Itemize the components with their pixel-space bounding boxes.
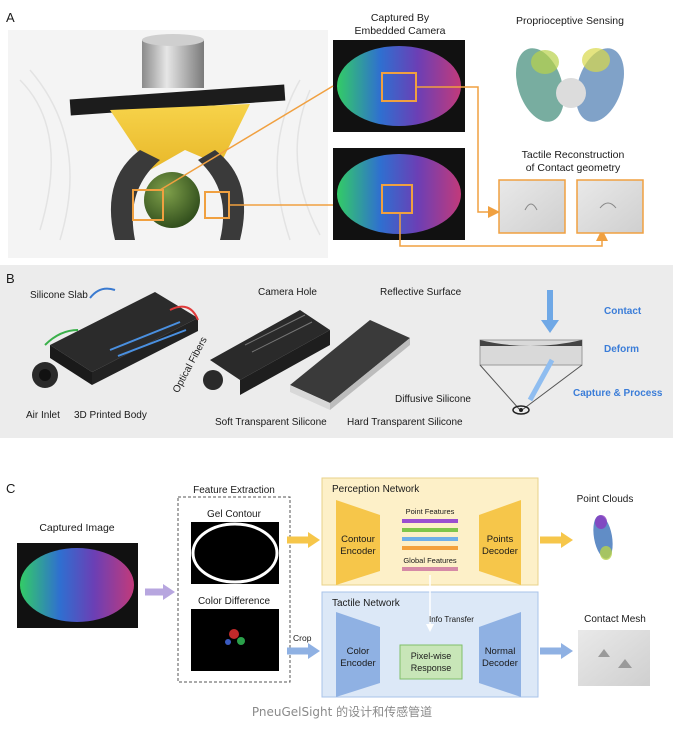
contact-mesh-title: Contact Mesh	[584, 614, 646, 625]
point-feature-bar	[402, 537, 458, 541]
panel-b: B Silicone Slab Optical Fibers Air Inlet…	[0, 265, 673, 438]
point-clouds-image	[593, 515, 613, 560]
color-difference-label: Color Difference	[198, 596, 271, 607]
point-features-label: Point Features	[406, 507, 455, 516]
points-decoder-line2: Decoder	[482, 546, 518, 557]
color-encoder-line1: Color	[347, 646, 370, 657]
panel-a: A Captured By Embedded Camera	[6, 10, 644, 258]
label-air-inlet: Air Inlet	[26, 410, 60, 421]
gel-contour-image	[191, 522, 279, 584]
arrow-to-tactile	[308, 643, 320, 659]
captured-image	[17, 543, 138, 628]
camera-image-top	[333, 40, 465, 132]
pixelwise-response-box	[399, 644, 463, 680]
contour-encoder-line1: Contour	[341, 534, 375, 545]
normal-decoder-shape	[479, 612, 521, 697]
panel-b-letter: B	[6, 271, 15, 286]
crop-label: Crop	[293, 633, 312, 643]
label-capture: Capture & Process	[573, 388, 663, 399]
label-contact: Contact	[604, 306, 642, 317]
info-transfer-arrow	[426, 624, 434, 632]
cam-title-line1: Captured By	[371, 12, 430, 24]
point-features-bars	[402, 519, 458, 550]
arrow-to-point-clouds	[561, 532, 573, 548]
sensor-assembled	[32, 287, 199, 388]
contact-mesh-image	[578, 630, 650, 686]
connector-line	[159, 85, 334, 191]
tactile-recon-1	[498, 179, 566, 234]
sensor-body-exploded	[203, 310, 330, 395]
feature-extraction-box	[177, 496, 291, 683]
label-camera-hole: Camera Hole	[258, 287, 317, 298]
cam-title-line2: Embedded Camera	[354, 25, 445, 37]
proprio-title: Proprioceptive Sensing	[516, 15, 624, 27]
label-deform: Deform	[604, 344, 639, 355]
captured-image-title: Captured Image	[39, 522, 114, 534]
label-hard-transparent: Hard Transparent Silicone	[347, 417, 463, 428]
tactile-recon-2	[576, 179, 644, 234]
pixelwise-line2: Response	[411, 663, 452, 673]
camera-image-bottom	[333, 148, 465, 240]
arrow-to-perception	[308, 532, 320, 548]
silicone-layers	[290, 320, 410, 410]
label-reflective-surface: Reflective Surface	[380, 287, 462, 298]
panel-c-letter: C	[6, 481, 15, 496]
arrow-to-features	[163, 584, 175, 600]
proprio-point-cloud	[516, 48, 624, 122]
tactile-title-line2: of Contact geometry	[526, 162, 621, 174]
gel-contour-label: Gel Contour	[207, 509, 262, 520]
global-features-label: Global Features	[403, 556, 457, 565]
label-diffusive-silicone: Diffusive Silicone	[395, 394, 471, 405]
normal-decoder-line2: Decoder	[482, 658, 518, 669]
global-feature-bar	[402, 567, 458, 571]
panel-c: C Captured Image Feature Extraction Gel …	[6, 477, 650, 698]
contour-encoder-line2: Encoder	[340, 546, 375, 557]
gripper-photo	[8, 30, 328, 258]
info-transfer-label: Info Transfer	[429, 615, 474, 624]
color-encoder-line2: Encoder	[340, 658, 375, 669]
color-encoder-shape	[336, 612, 380, 697]
points-decoder-shape	[479, 500, 521, 585]
arrow-to-contact-mesh	[561, 643, 573, 659]
label-printed-body: 3D Printed Body	[74, 410, 147, 421]
feature-extraction-title: Feature Extraction	[193, 485, 275, 496]
perception-network-title: Perception Network	[332, 484, 420, 495]
color-difference-image	[191, 609, 279, 671]
points-decoder-line1: Points	[487, 534, 514, 545]
connector-arrow	[416, 86, 500, 218]
pixelwise-line1: Pixel-wise	[411, 651, 452, 661]
point-clouds-title: Point Clouds	[577, 494, 634, 505]
connector-arrow	[399, 213, 608, 247]
normal-decoder-line1: Normal	[485, 646, 516, 657]
point-feature-bar	[402, 519, 458, 523]
tactile-network-title: Tactile Network	[332, 598, 401, 609]
panel-a-letter: A	[6, 10, 15, 25]
label-soft-transparent: Soft Transparent Silicone	[215, 417, 327, 428]
contour-encoder-shape	[336, 500, 380, 585]
point-feature-bar	[402, 546, 458, 550]
contact-diagram	[479, 290, 583, 415]
label-silicone-slab: Silicone Slab	[30, 290, 88, 301]
tactile-title-line1: Tactile Reconstruction	[522, 149, 625, 161]
point-feature-bar	[402, 528, 458, 532]
figure-caption: PneuGelSight 的设计和传感管道	[251, 705, 433, 719]
